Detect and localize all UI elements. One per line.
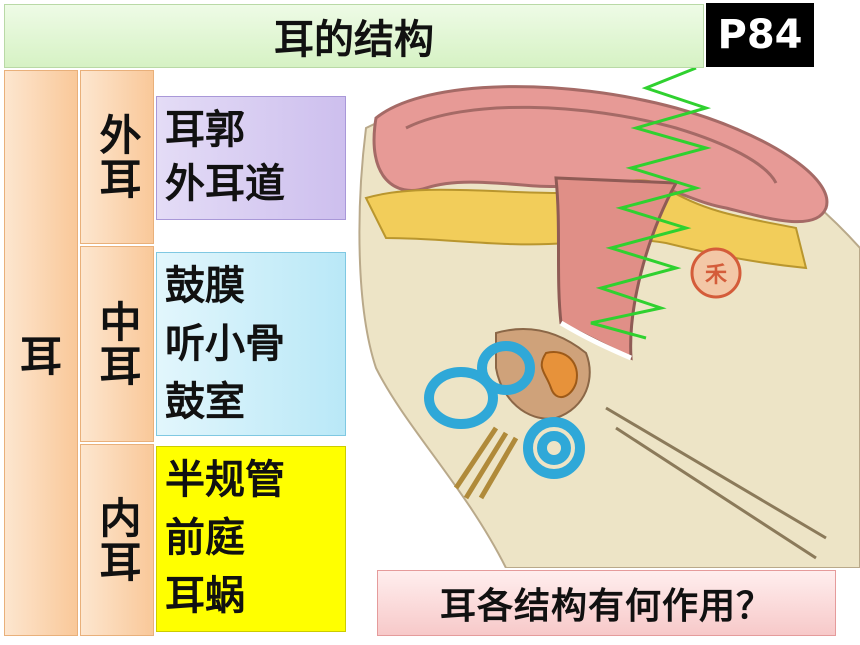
part-eardrum: 鼓膜 bbox=[165, 263, 245, 309]
part-tympanic-cavity: 鼓室 bbox=[165, 379, 245, 425]
ear-label: 耳 bbox=[4, 70, 78, 636]
sound-wave bbox=[590, 68, 712, 340]
stamp-mark bbox=[690, 247, 742, 299]
svg-text:禾: 禾 bbox=[705, 263, 727, 288]
auricle-shape bbox=[372, 85, 829, 224]
part-cochlea: 耳蜗 bbox=[165, 573, 245, 619]
middle-ear-parts: 鼓膜 听小骨 鼓室 bbox=[156, 252, 346, 436]
outer-ear-parts: 耳郭 外耳道 bbox=[156, 96, 346, 220]
part-semicircular-canals: 半规管 bbox=[165, 457, 285, 503]
page-number-tag: P84 bbox=[706, 3, 814, 67]
part-auricle: 耳郭 bbox=[165, 107, 245, 153]
part-ear-canal: 外耳道 bbox=[165, 161, 285, 207]
inner-ear-label: 内耳 bbox=[80, 444, 154, 636]
semicircular-canals bbox=[424, 341, 535, 429]
middle-ear-label: 中耳 bbox=[80, 246, 154, 442]
outer-ear-label: 外耳 bbox=[80, 70, 154, 244]
eardrum bbox=[559, 320, 632, 361]
slide-title: 耳的结构 bbox=[4, 4, 704, 68]
auricle-fold bbox=[405, 105, 778, 184]
part-vestibule: 前庭 bbox=[165, 515, 245, 561]
eustachian-tube bbox=[605, 406, 827, 560]
inner-ear-parts: 半规管 前庭 耳蜗 bbox=[156, 446, 346, 632]
part-ossicles: 听小骨 bbox=[165, 321, 285, 367]
question-box: 耳各结构有何作用？ bbox=[377, 570, 836, 636]
ear-anatomy-illustration: 禾 bbox=[358, 68, 860, 568]
ossicles bbox=[540, 351, 578, 398]
cochlea bbox=[523, 417, 585, 479]
auditory-nerve bbox=[453, 426, 519, 500]
